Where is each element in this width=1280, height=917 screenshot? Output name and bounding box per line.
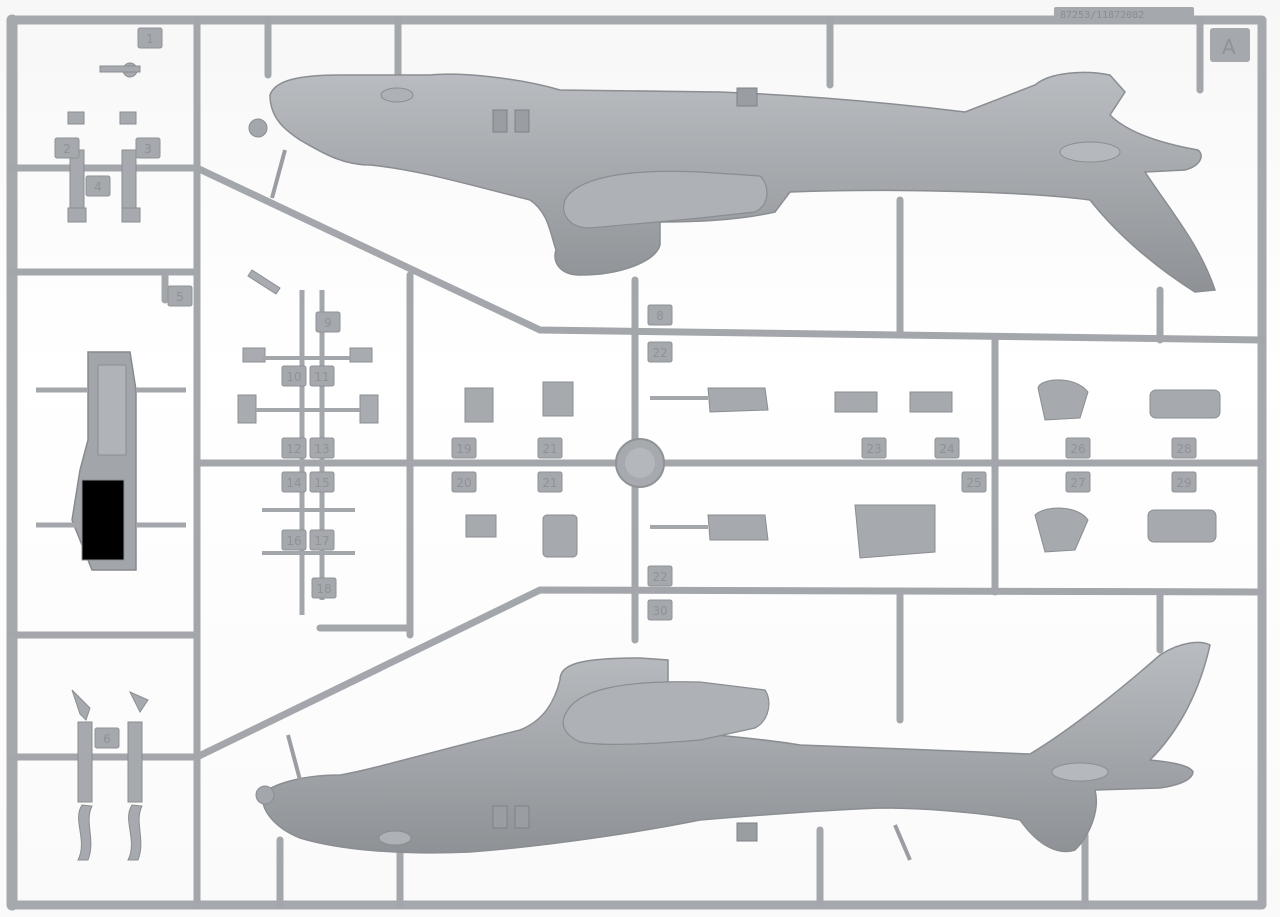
part-number-text: 27	[1070, 476, 1085, 490]
part-number-tag: 30	[647, 599, 673, 621]
part-number-tag: 17	[309, 529, 335, 551]
small-parts-left	[67, 62, 149, 861]
part-number-text: 17	[314, 534, 329, 548]
part-number-text: 5	[176, 290, 184, 304]
part-number-text: 25	[966, 476, 981, 490]
part-number-text: 3	[144, 142, 152, 156]
part-number-text: 28	[1176, 442, 1191, 456]
part-number-tag: 11	[309, 365, 335, 387]
small-parts-tree	[237, 269, 379, 615]
part-number-tag: 27	[1065, 471, 1091, 493]
part-number-tag: 10	[281, 365, 307, 387]
part-number-tag: 16	[281, 529, 307, 551]
part-number-text: 9	[324, 316, 332, 330]
part-number-text: 14	[286, 476, 301, 490]
part-number-text: 29	[1176, 476, 1191, 490]
part-number-tag: 4	[85, 175, 111, 197]
sprue-letter-tag: A	[1210, 28, 1250, 62]
part-number-tag: 22	[647, 565, 673, 587]
part-number-tag: 21	[537, 471, 563, 493]
part-number-tag: 22	[647, 341, 673, 363]
part-number-text: 6	[103, 732, 111, 746]
part-number-text: 16	[286, 534, 301, 548]
part-number-text: 8	[656, 309, 664, 323]
part-number-text: 18	[316, 582, 331, 596]
part-number-text: 23	[866, 442, 881, 456]
part-number-text: 22	[652, 346, 667, 360]
part-number-text: 4	[94, 180, 102, 194]
part-number-tag: 19	[451, 437, 477, 459]
part-number-tag: 24	[934, 437, 960, 459]
part-number-tag: 23	[861, 437, 887, 459]
sprue-code-label: 87253/11872082	[1054, 7, 1194, 21]
part-number-tag: 28	[1171, 437, 1197, 459]
part-number-tag: 20	[451, 471, 477, 493]
part-number-tag: 12	[281, 437, 307, 459]
part-number-text: 10	[286, 370, 301, 384]
part-number-tag: 13	[309, 437, 335, 459]
part-number-tag: 1	[137, 27, 163, 49]
part-number-tag: 26	[1065, 437, 1091, 459]
part-number-tag: 15	[309, 471, 335, 493]
cockpit-tub	[36, 351, 186, 571]
part-number-tag: 25	[961, 471, 987, 493]
part-number-tag: 9	[315, 311, 341, 333]
part-number-tag: 6	[94, 727, 120, 749]
part-number-tag: 14	[281, 471, 307, 493]
part-number-tag: 21	[537, 437, 563, 459]
sprue-letter-text: A	[1222, 35, 1236, 59]
part-number-tag: 5	[167, 285, 193, 307]
sprue-hub	[615, 438, 665, 488]
part-number-text: 21	[542, 476, 557, 490]
part-number-tag: 8	[647, 304, 673, 326]
sprue-code-text: 87253/11872082	[1060, 10, 1144, 21]
part-number-tag: 29	[1171, 471, 1197, 493]
part-number-text: 12	[286, 442, 301, 456]
part-number-text: 19	[456, 442, 471, 456]
fuselage-half-upper	[248, 71, 1217, 293]
part-number-tag: 3	[135, 137, 161, 159]
part-number-text: 26	[1070, 442, 1085, 456]
part-number-text: 2	[63, 142, 71, 156]
part-number-text: 20	[456, 476, 471, 490]
part-number-text: 13	[314, 442, 329, 456]
part-number-text: 30	[652, 604, 667, 618]
part-number-text: 15	[314, 476, 329, 490]
part-number-text: 11	[314, 370, 329, 384]
part-number-text: 22	[652, 570, 667, 584]
part-number-text: 1	[146, 32, 154, 46]
part-number-tag: 2	[54, 137, 80, 159]
part-number-tag: 18	[311, 577, 337, 599]
part-number-text: 24	[939, 442, 954, 456]
fuselage-half-lower	[255, 641, 1211, 861]
part-number-text: 21	[542, 442, 557, 456]
small-parts-right	[464, 379, 1221, 559]
